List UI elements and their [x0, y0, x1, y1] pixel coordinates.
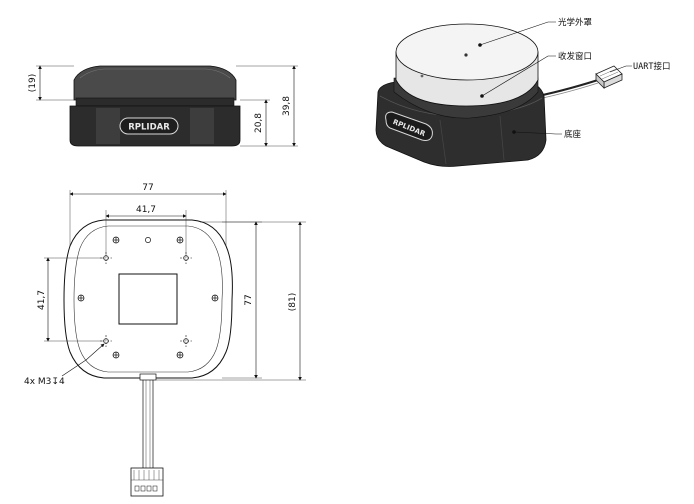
bottom-view: 77 41,7 41,7 77 (81) 4x M3↧4 [24, 183, 306, 497]
dim-width: 77 [142, 183, 153, 193]
side-view-brand-plate [119, 117, 179, 135]
iso-callouts: 光学外罩 收发窗口 UART接口 底座 [478, 17, 670, 140]
dim-hole-spacing-y: 41,7 [37, 290, 47, 310]
iso-uart-connector [595, 65, 623, 89]
callout-base: 底座 [564, 129, 582, 140]
side-view-window-band [75, 97, 235, 107]
callout-uart-port: UART接口 [633, 61, 670, 72]
bottom-inner-outline [73, 225, 223, 373]
callout-emit-window: 收发窗口 [558, 51, 592, 62]
dim-total-height: 39,8 [282, 96, 292, 116]
bottom-uart-connector [130, 467, 164, 497]
dim-overall-height: (81) [288, 293, 298, 311]
bottom-center-pad [118, 273, 178, 325]
bottom-cable [142, 375, 154, 471]
bottom-screws [77, 236, 219, 359]
iso-optical-cover-top [395, 23, 539, 81]
hole-note-leader [61, 343, 105, 377]
hole-note: 4x M3↧4 [24, 377, 65, 387]
dim-base-height: 20,8 [254, 113, 264, 133]
dim-height: 77 [244, 294, 254, 305]
side-view: RPLIDAR (19) 20,8 39,8 [28, 65, 298, 147]
dim-top-height: (19) [28, 74, 38, 92]
callout-optical-cover: 光学外罩 [558, 17, 593, 28]
side-view-brand: RPLIDAR [128, 123, 170, 133]
side-view-optical-cover [73, 65, 237, 101]
dim-hole-spacing-x: 41,7 [136, 205, 156, 215]
iso-view: RPLIDAR 光学外罩 收发窗口 UART接口 底座 [375, 17, 670, 167]
